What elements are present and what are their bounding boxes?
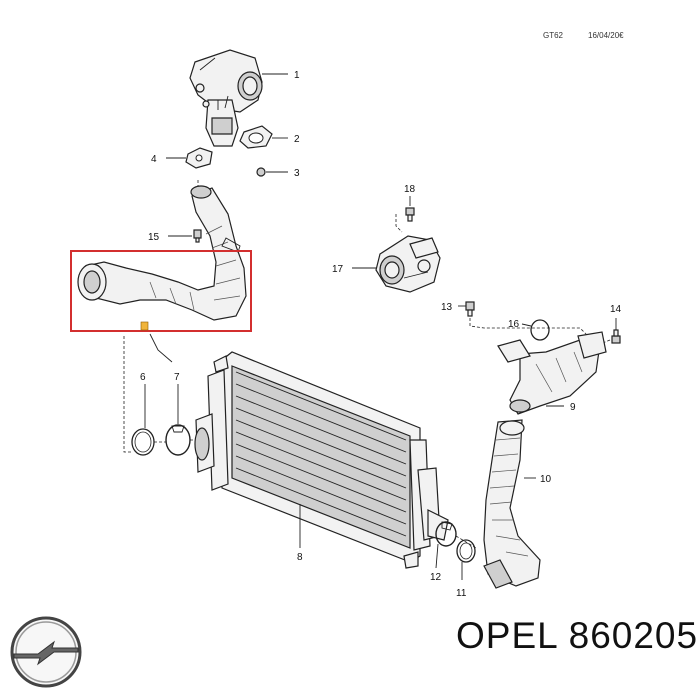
callout-15: 15	[148, 232, 160, 243]
part-7-clamp	[165, 424, 191, 456]
callout-2: 2	[294, 134, 300, 145]
callout-11: 11	[456, 588, 467, 599]
part-17-throttle-body	[375, 235, 441, 293]
callout-18: 18	[404, 184, 416, 195]
part-5-intake-hose	[77, 185, 247, 321]
callout-16: 16	[508, 319, 520, 330]
callout-1: 1	[294, 70, 300, 81]
callout-10: 10	[540, 474, 552, 485]
highlight-box	[70, 250, 252, 332]
callout-9: 9	[570, 402, 576, 413]
part-18-bolt	[405, 207, 415, 222]
header-date: 16/04/20€	[588, 31, 624, 40]
part-15-bolt	[193, 229, 202, 243]
part-14-bolt	[611, 329, 621, 344]
part-4-bracket	[185, 147, 213, 169]
part-16-o-ring	[530, 319, 550, 341]
part-1-turbo-housing	[189, 49, 263, 147]
opel-logo-icon	[10, 616, 82, 688]
callout-3: 3	[294, 168, 300, 179]
callout-12: 12	[430, 572, 442, 583]
callout-13: 13	[441, 302, 453, 313]
part-10-lower-hose	[483, 419, 541, 589]
part-12-clamp	[435, 521, 457, 547]
callout-8: 8	[297, 552, 303, 563]
callout-17: 17	[332, 264, 344, 275]
brand-caption: OPEL 860205	[456, 615, 699, 656]
highlight-marker	[140, 321, 149, 331]
part-6-o-ring	[131, 428, 155, 456]
header-code: GT62	[543, 31, 564, 40]
part-9-charge-pipe	[497, 331, 607, 415]
callout-7: 7	[174, 372, 180, 383]
callout-14: 14	[610, 304, 622, 315]
callout-6: 6	[140, 372, 146, 383]
part-8-intercooler	[194, 351, 449, 569]
part-2-gasket	[239, 125, 273, 149]
part-11-o-ring	[456, 539, 476, 563]
callout-4: 4	[151, 154, 157, 165]
part-13-bolt	[465, 301, 475, 317]
part-3-nut	[256, 167, 266, 177]
